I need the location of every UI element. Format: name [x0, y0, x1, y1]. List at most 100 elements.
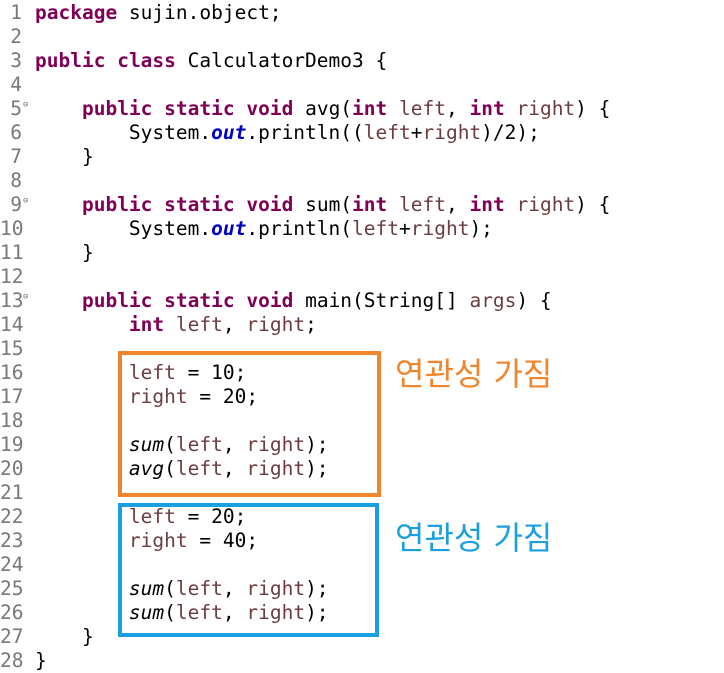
- orange-highlight-box: [118, 351, 381, 497]
- code-text: sum(left, right);: [35, 577, 329, 601]
- code-token: public: [81, 97, 153, 120]
- code-line[interactable]: 8: [0, 169, 724, 193]
- code-token: args: [469, 289, 517, 312]
- line-number: 20: [0, 457, 24, 480]
- code-line[interactable]: 15: [0, 337, 724, 361]
- code-token: avg(: [293, 97, 353, 120]
- code-token: +: [398, 217, 411, 240]
- code-token: sum(: [293, 193, 353, 216]
- line-number: 5: [10, 97, 22, 120]
- code-token: ;: [305, 313, 317, 336]
- code-token: );: [305, 601, 329, 624]
- code-line[interactable]: 14 int left, right;: [0, 313, 724, 337]
- code-line[interactable]: 20 avg(left, right);: [0, 457, 724, 481]
- line-number: 14: [0, 313, 24, 336]
- code-token: )/2);: [481, 121, 540, 144]
- line-number: 21: [0, 481, 24, 504]
- line-number: 3: [10, 49, 22, 72]
- line-number: 8: [10, 169, 22, 192]
- code-token: [235, 289, 247, 312]
- code-line[interactable]: 13⊖ public static void main(String[] arg…: [0, 289, 724, 313]
- code-line[interactable]: 24: [0, 553, 724, 577]
- code-token: }: [35, 241, 94, 264]
- code-line[interactable]: 25 sum(left, right);: [0, 577, 724, 601]
- blue-highlight-box: [118, 503, 379, 637]
- code-text: System.out.println(left+right);: [35, 217, 493, 241]
- code-line[interactable]: 2: [0, 25, 724, 49]
- code-token: left: [128, 361, 176, 384]
- code-token: [35, 97, 82, 120]
- line-number: 22: [0, 505, 24, 528]
- fold-toggle-icon[interactable]: ⊖: [23, 100, 29, 110]
- line-number: 4: [10, 73, 22, 96]
- code-line[interactable]: 11 }: [0, 241, 724, 265]
- line-number: 17: [0, 385, 24, 408]
- code-token: left: [363, 121, 411, 144]
- code-line[interactable]: 28}: [0, 649, 724, 673]
- code-token: [35, 601, 129, 624]
- code-line[interactable]: 21: [0, 481, 724, 505]
- code-line[interactable]: 19 sum(left, right);: [0, 433, 724, 457]
- code-token: [505, 193, 517, 216]
- code-token: (: [164, 601, 176, 624]
- line-number: 6: [10, 121, 22, 144]
- code-token: = 20;: [175, 505, 247, 528]
- code-line[interactable]: 9⊖ public static void sum(int left, int …: [0, 193, 724, 217]
- code-token: [387, 193, 399, 216]
- code-text: sum(left, right);: [35, 433, 329, 457]
- code-token: right: [516, 193, 576, 216]
- code-token: left: [399, 97, 446, 120]
- code-token: class: [117, 49, 176, 72]
- code-token: = 10;: [175, 361, 247, 384]
- code-line[interactable]: 10 System.out.println(left+right);: [0, 217, 724, 241]
- code-line[interactable]: 17 right = 20;: [0, 385, 724, 409]
- code-token: ) {: [575, 97, 611, 120]
- code-line[interactable]: 26 sum(left, right);: [0, 601, 724, 625]
- code-line[interactable]: 12: [0, 265, 724, 289]
- code-token: right: [516, 97, 576, 120]
- code-token: ,: [222, 457, 247, 480]
- line-number: 25: [0, 577, 24, 600]
- code-token: void: [246, 97, 294, 120]
- code-line[interactable]: 4: [0, 73, 724, 97]
- blue-annotation-text: 연관성 가짐: [395, 519, 553, 557]
- code-token: [35, 313, 129, 336]
- line-number: 1: [10, 1, 22, 24]
- code-text: }: [35, 625, 94, 649]
- code-token: (: [164, 577, 176, 600]
- code-token: }: [35, 649, 47, 672]
- fold-toggle-icon[interactable]: ⊖: [23, 292, 29, 302]
- code-line[interactable]: 27 }: [0, 625, 724, 649]
- code-line[interactable]: 22 left = 20;: [0, 505, 724, 529]
- code-line[interactable]: 6 System.out.println((left+right)/2);: [0, 121, 724, 145]
- code-line[interactable]: 16 left = 10;: [0, 361, 724, 385]
- fold-toggle-icon[interactable]: ⊖: [23, 196, 29, 206]
- code-token: [35, 529, 129, 552]
- code-token: [505, 97, 517, 120]
- code-token: );: [305, 457, 329, 480]
- code-line[interactable]: 5⊖ public static void avg(int left, int …: [0, 97, 724, 121]
- code-token: left: [175, 313, 223, 336]
- code-token: System.: [35, 121, 212, 144]
- code-token: ) {: [516, 289, 552, 312]
- code-token: }: [35, 625, 94, 648]
- code-line[interactable]: 7 }: [0, 145, 724, 169]
- code-line[interactable]: 23 right = 40;: [0, 529, 724, 553]
- code-token: out: [211, 217, 247, 240]
- code-token: sum: [128, 577, 165, 600]
- code-token: (: [164, 457, 176, 480]
- code-token: int: [352, 97, 388, 120]
- code-token: [387, 97, 399, 120]
- code-text: right = 40;: [35, 529, 258, 553]
- code-token: public: [35, 49, 106, 72]
- line-number: 9: [10, 193, 22, 216]
- code-line[interactable]: 18: [0, 409, 724, 433]
- code-text: }: [35, 241, 94, 265]
- code-text: avg(left, right);: [35, 457, 329, 481]
- code-token: main(String[]: [293, 289, 470, 312]
- code-text: right = 20;: [35, 385, 258, 409]
- code-text: public static void sum(int left, int rig…: [35, 193, 610, 217]
